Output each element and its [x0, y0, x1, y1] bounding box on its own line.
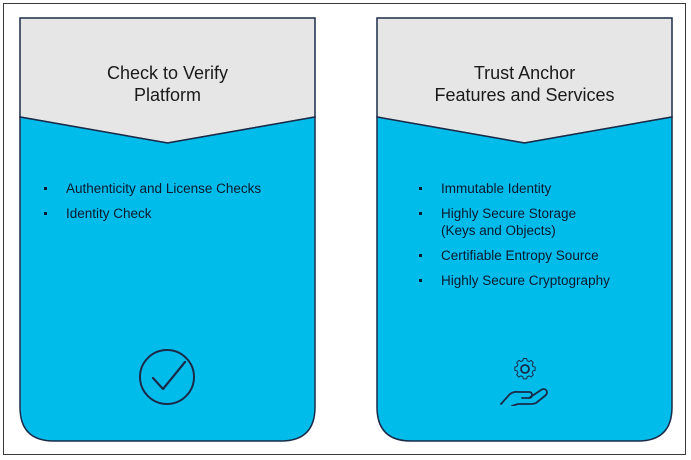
card-title: Trust Anchor Features and Services — [434, 63, 615, 105]
card-title: Check to Verify Platform — [106, 63, 229, 105]
list-item: Highly Secure Cryptography — [419, 272, 610, 289]
list-item: Immutable Identity — [419, 180, 610, 197]
card-background — [19, 17, 316, 442]
list-item: Highly Secure Storage (Keys and Objects) — [419, 205, 610, 239]
checkmark-circle-icon — [139, 349, 195, 405]
list-item: Certifiable Entropy Source — [419, 247, 610, 264]
bullet-icon — [419, 254, 422, 257]
bullet-icon — [44, 187, 47, 190]
bullet-icon — [419, 212, 422, 215]
list-item: Identity Check — [44, 205, 261, 222]
bullet-list: Immutable Identity Highly Secure Storage… — [419, 180, 610, 297]
bullet-icon — [419, 187, 422, 190]
bullet-icon — [44, 212, 47, 215]
bullet-icon — [419, 279, 422, 282]
card-verify-platform: Check to Verify Platform Authenticity an… — [19, 17, 316, 442]
card-background — [376, 17, 673, 442]
list-item: Authenticity and License Checks — [44, 180, 261, 197]
bullet-list: Authenticity and License Checks Identity… — [44, 180, 261, 230]
card-trust-anchor: Trust Anchor Features and Services Immut… — [376, 17, 673, 442]
gear-in-hand-icon — [500, 358, 548, 406]
